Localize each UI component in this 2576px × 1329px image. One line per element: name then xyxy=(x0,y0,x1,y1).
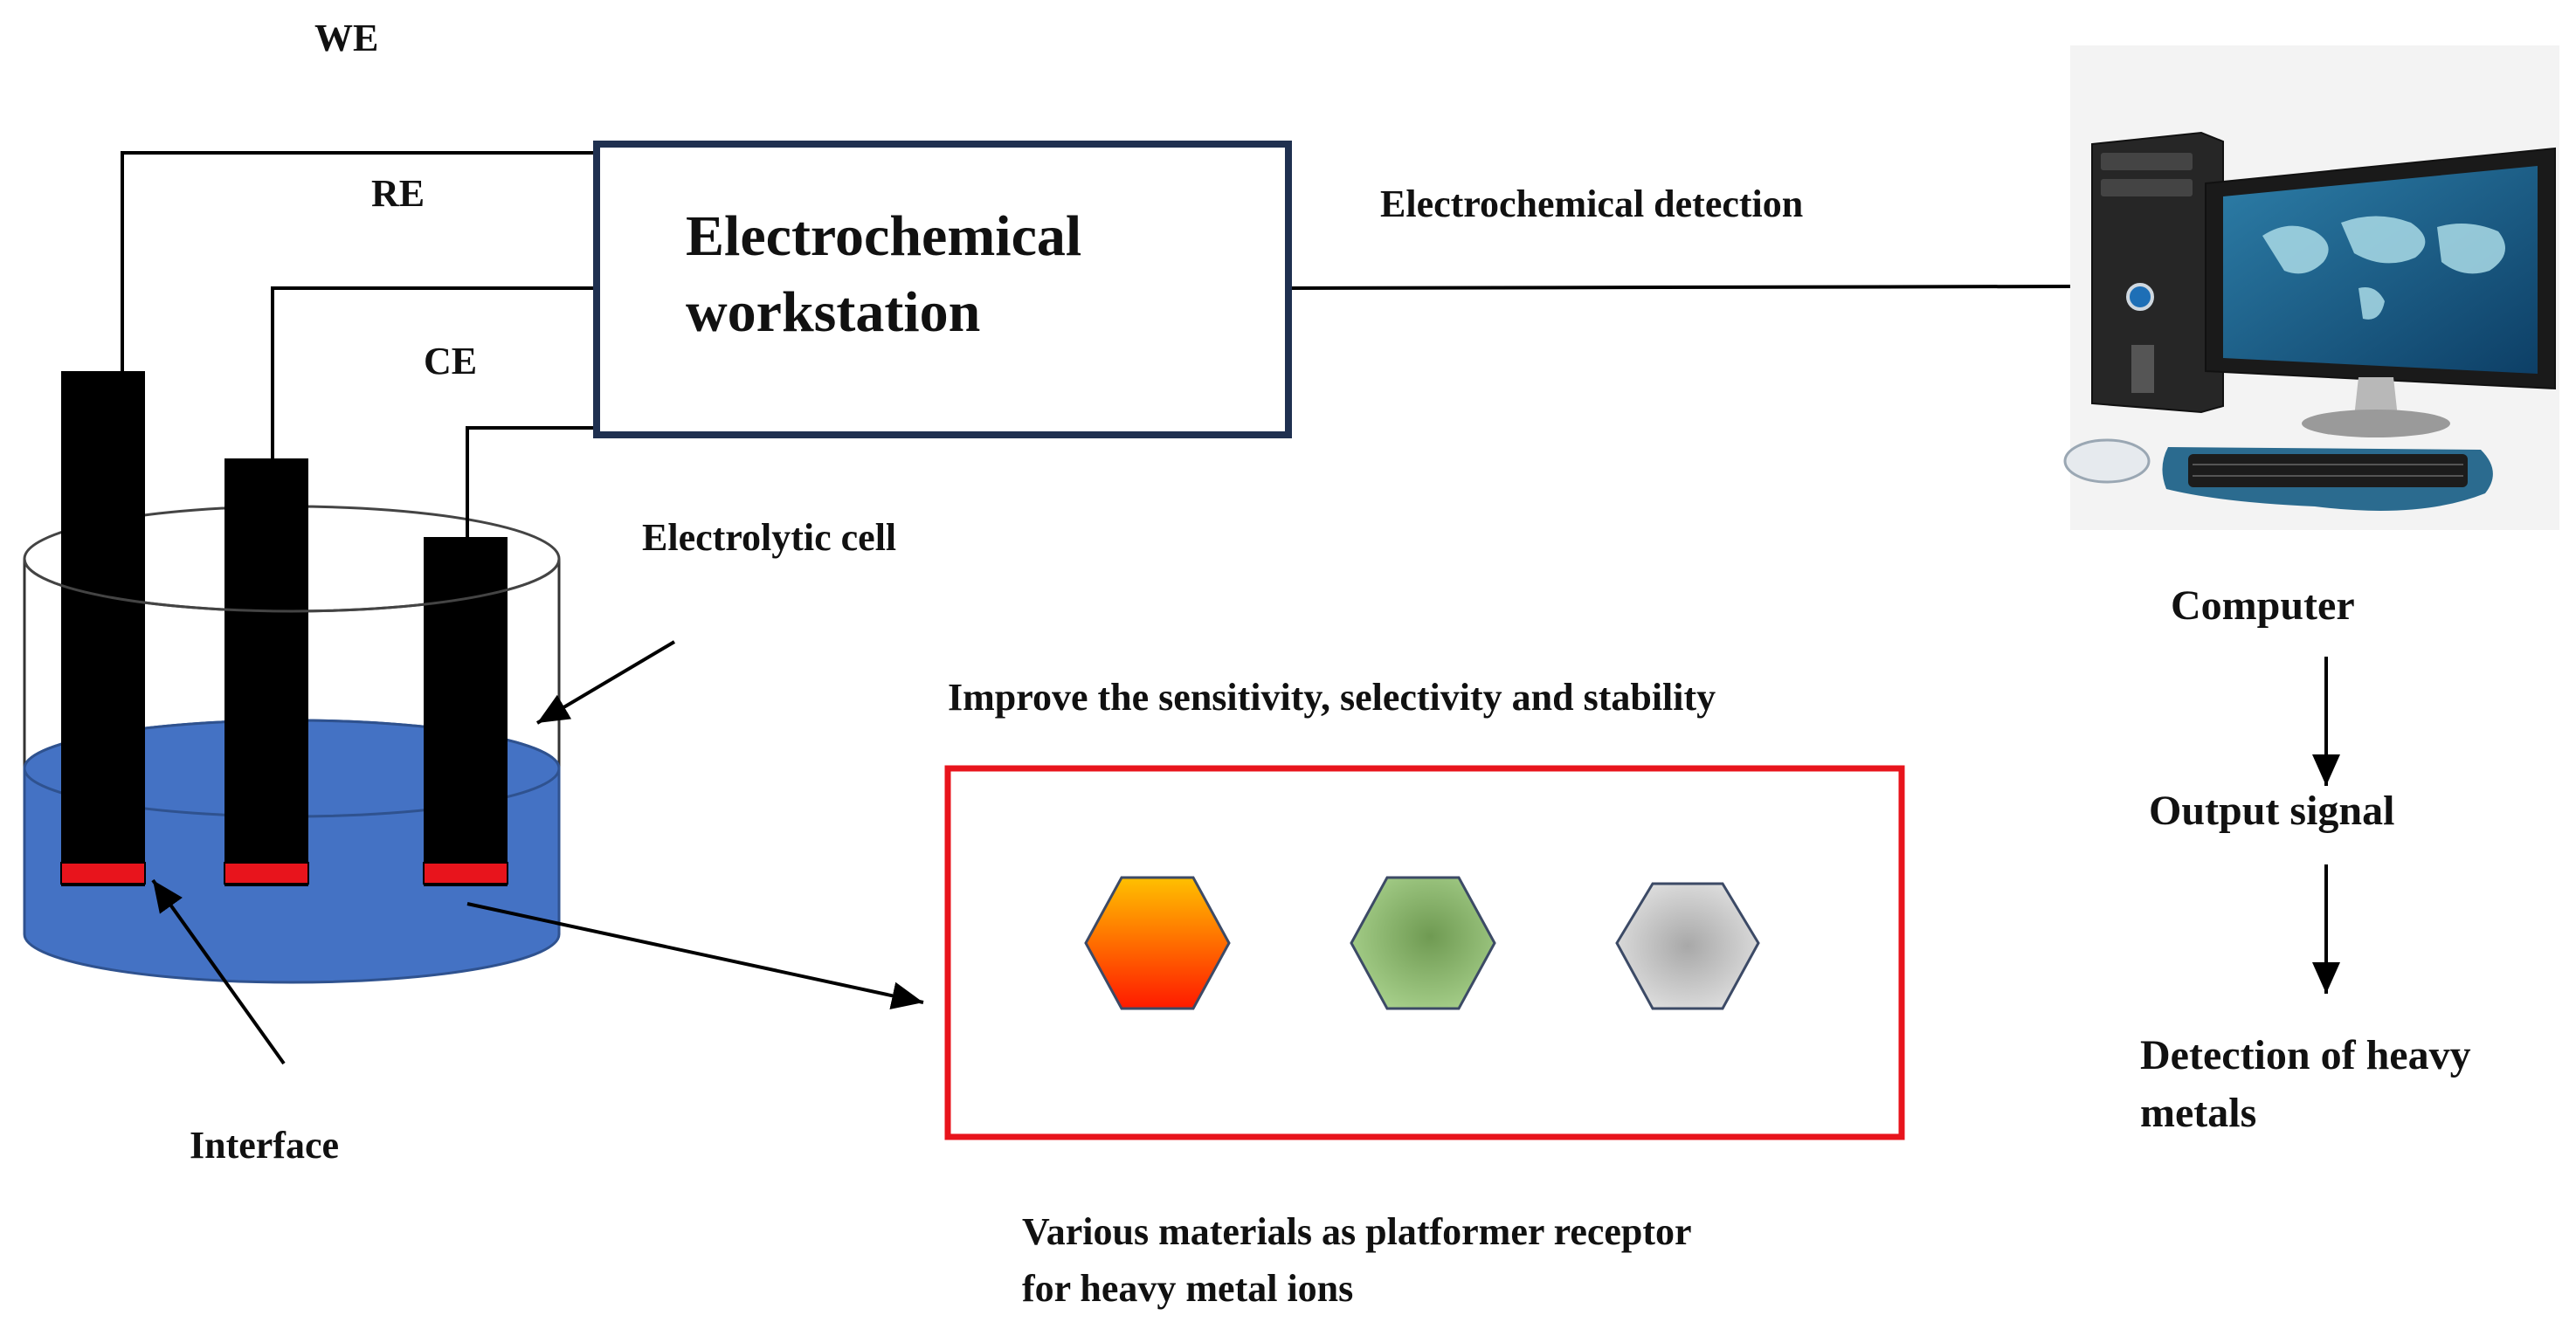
label-re: RE xyxy=(371,172,425,215)
tower-case xyxy=(2091,131,2224,414)
label-we: WE xyxy=(314,17,379,59)
hexagon-gray xyxy=(1615,882,1760,1010)
power-button xyxy=(2126,283,2154,311)
arrow-to-receptor-box xyxy=(466,902,924,1010)
label-improve: Improve the sensitivity, selectivity and… xyxy=(948,676,1716,719)
label-ce: CE xyxy=(424,340,478,382)
monitor-screen xyxy=(2223,166,2538,374)
arrow-to-cell xyxy=(535,640,676,725)
we-wire xyxy=(121,151,597,371)
hexagon-orange xyxy=(1084,876,1231,1010)
label-electrochemical-detection: Electrochemical detection xyxy=(1380,182,1804,225)
arrows xyxy=(151,640,2340,1065)
workstation-title-line2: workstation xyxy=(686,280,981,344)
electrodes xyxy=(60,371,508,886)
detection-wire xyxy=(1288,285,2071,290)
connection-wires xyxy=(121,151,2071,537)
label-materials-line1: Various materials as platformer receptor xyxy=(1022,1210,1692,1253)
ce-wire xyxy=(466,426,597,537)
beaker-front-rim xyxy=(23,558,561,613)
arrow-to-interface xyxy=(151,878,286,1065)
world-map xyxy=(2262,216,2505,320)
workstation-box xyxy=(593,141,1292,438)
material-hexagons xyxy=(1084,876,1760,1010)
label-materials-line2: for heavy metal ions xyxy=(1022,1267,1354,1310)
label-detection-line2: metals xyxy=(2140,1090,2257,1136)
re-wire xyxy=(271,286,597,458)
working-electrode-tip xyxy=(60,862,146,885)
label-computer: Computer xyxy=(2171,582,2355,629)
counter-electrode xyxy=(424,537,508,886)
label-output-signal: Output signal xyxy=(2149,788,2395,834)
reference-electrode-tip xyxy=(224,862,309,885)
counter-electrode-tip xyxy=(423,862,508,885)
label-electrolytic-cell: Electrolytic cell xyxy=(642,516,897,559)
label-interface: Interface xyxy=(190,1124,340,1167)
workstation-title-line1: Electrochemical xyxy=(686,204,1082,268)
working-electrode xyxy=(61,371,145,886)
desktop-computer-icon xyxy=(2063,45,2559,530)
label-detection-line1: Detection of heavy xyxy=(2140,1032,2471,1078)
mouse xyxy=(2063,438,2151,484)
hexagon-green xyxy=(1350,876,1496,1010)
reference-electrode xyxy=(224,458,308,886)
